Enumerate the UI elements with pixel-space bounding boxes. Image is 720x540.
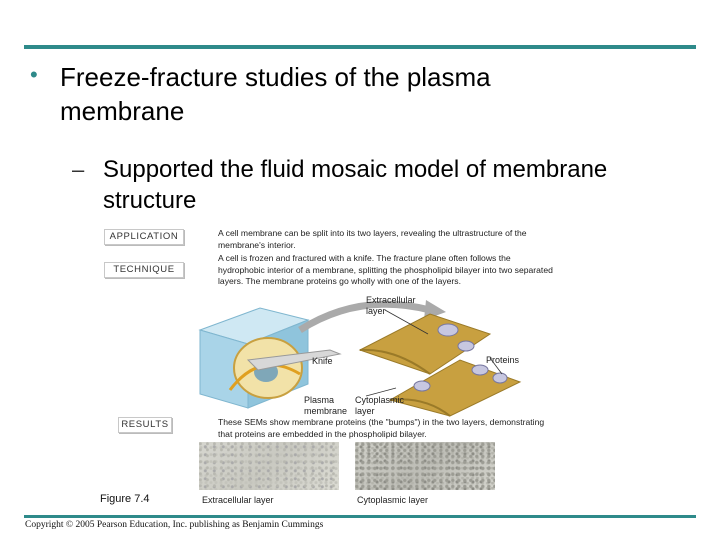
- sem-extracellular-image: [199, 442, 339, 490]
- bottom-divider: [24, 515, 696, 518]
- extracellular-layer-label: Extracellular layer: [366, 295, 416, 316]
- bullet-marker: •: [30, 62, 38, 87]
- slide-subtitle: Supported the fluid mosaic model of memb…: [103, 156, 608, 214]
- freeze-fracture-diagram: [198, 300, 522, 417]
- slide-title: Freeze-fracture studies of the plasma me…: [60, 62, 491, 126]
- sem-cytoplasmic-caption: Cytoplasmic layer: [357, 495, 429, 505]
- application-description: A cell membrane can be split into its tw…: [218, 228, 527, 250]
- technique-description: A cell is frozen and fractured with a kn…: [218, 253, 553, 286]
- results-tag: RESULTS: [118, 417, 172, 433]
- cytoplasmic-layer-label: Cytoplasmic layer: [355, 395, 405, 416]
- dash-marker: –: [72, 157, 85, 182]
- membrane-proteins: [413, 323, 508, 392]
- figure-number: Figure 7.4: [100, 493, 150, 505]
- plasma-membrane-label: Plasma membrane: [304, 395, 348, 416]
- knife-blade: [246, 349, 342, 371]
- top-divider: [24, 45, 696, 49]
- transfer-arrow: [298, 300, 431, 333]
- technique-tag: TECHNIQUE: [104, 262, 184, 278]
- sem-cytoplasmic-image: [355, 442, 495, 490]
- knife-label: Knife: [312, 356, 333, 366]
- copyright-notice: Copyright © 2005 Pearson Education, Inc.…: [25, 520, 324, 530]
- results-description: These SEMs show membrane proteins (the "…: [218, 417, 545, 439]
- proteins-label: Proteins: [486, 355, 520, 365]
- application-tag: APPLICATION: [104, 229, 184, 245]
- sem-extracellular-caption: Extracellular layer: [202, 495, 274, 505]
